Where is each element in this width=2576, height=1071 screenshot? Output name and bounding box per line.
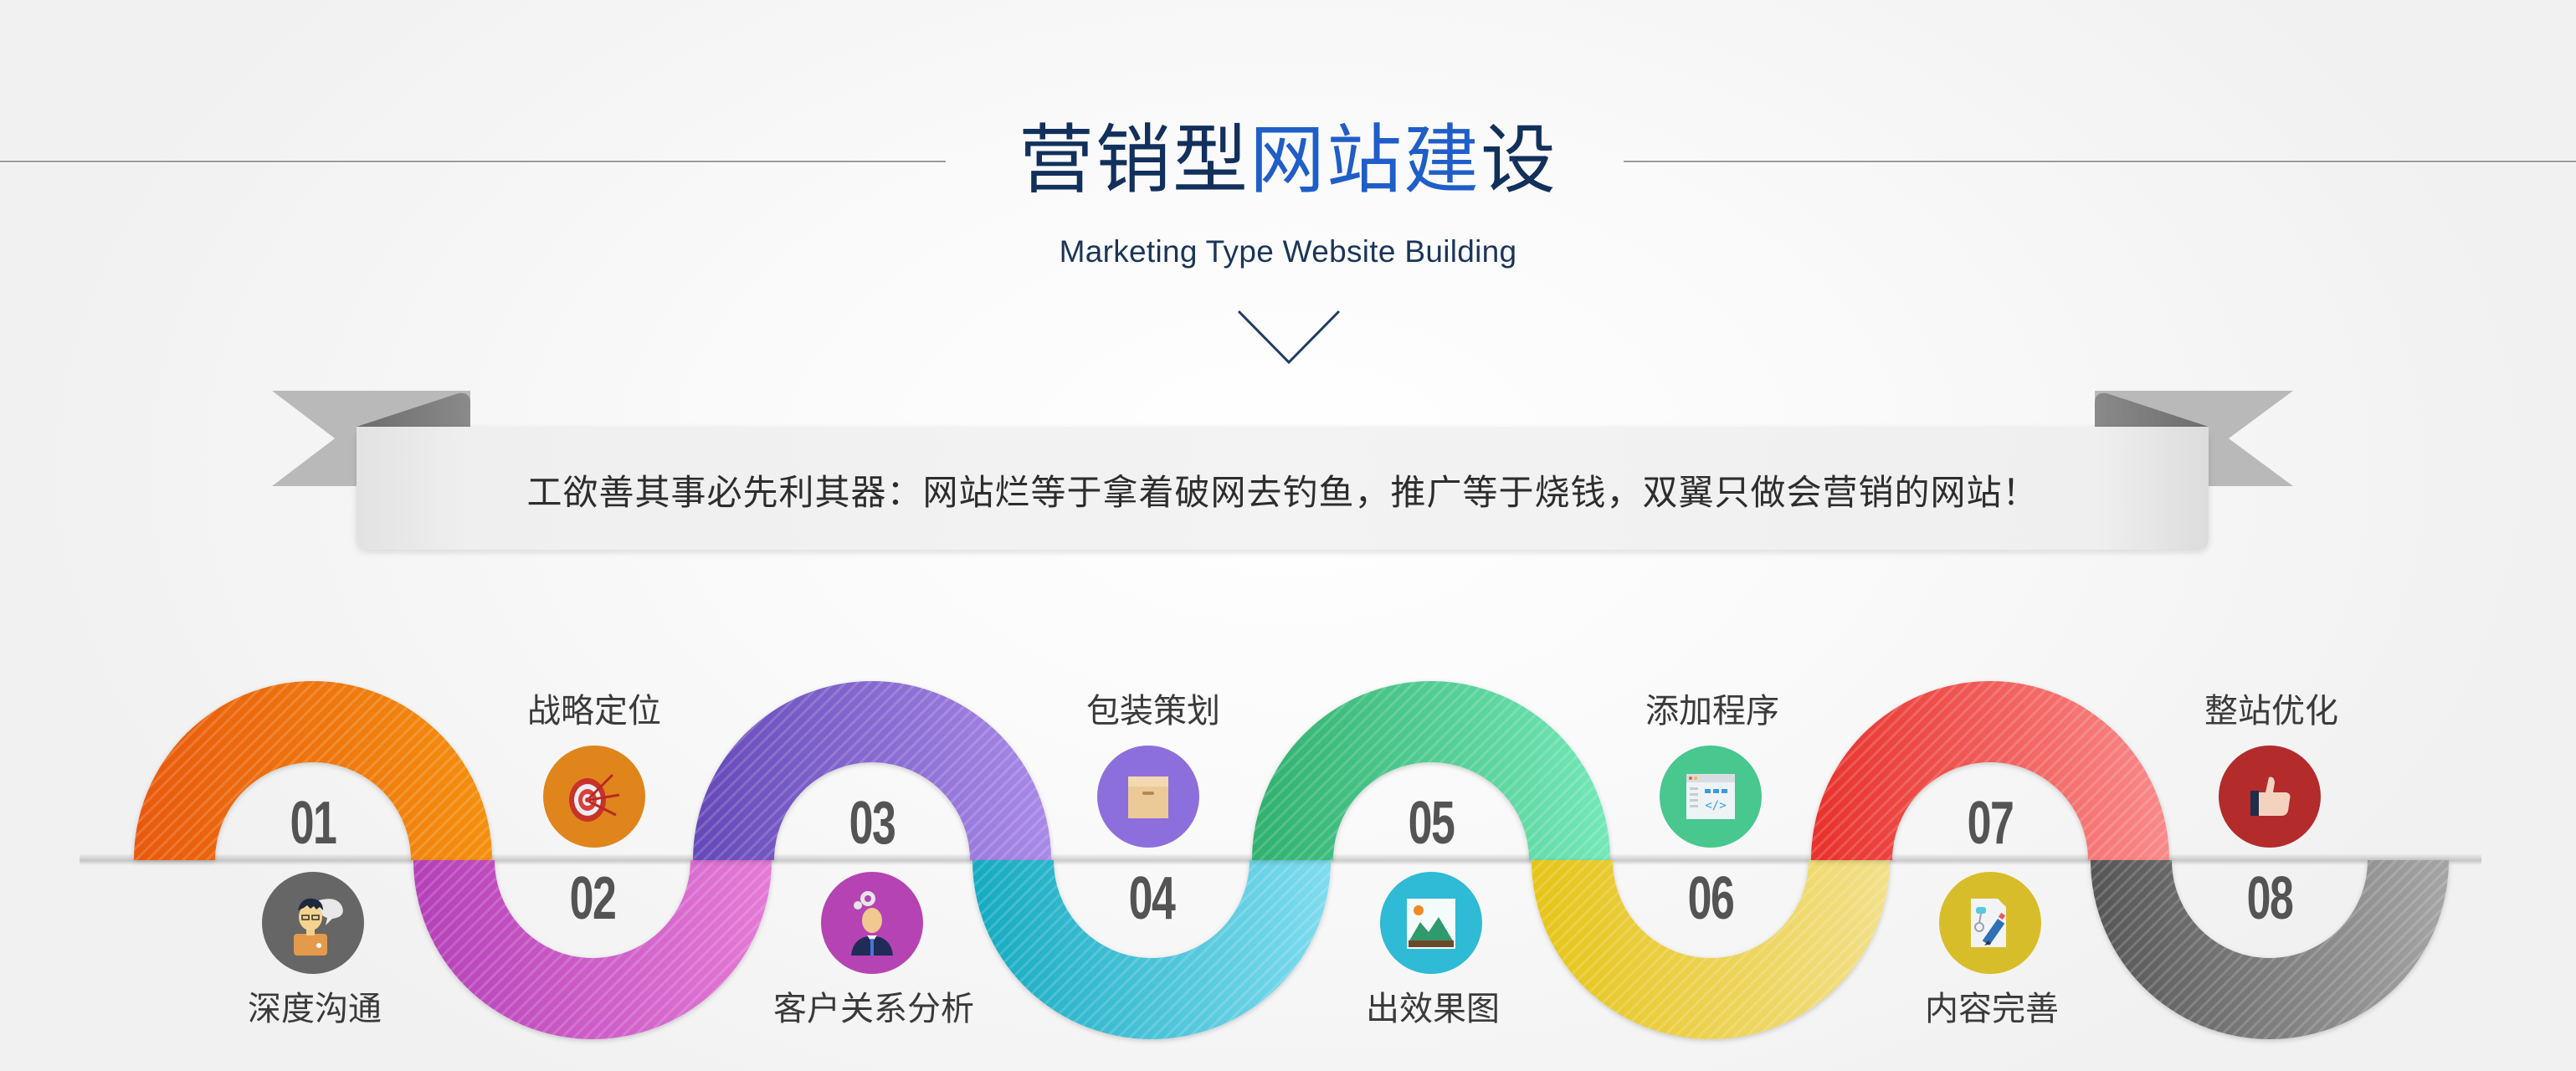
arc-step-08 bbox=[2091, 860, 2449, 1039]
step-07-icon bbox=[1939, 872, 2041, 974]
step-03-icon bbox=[821, 872, 923, 974]
arc-step-07 bbox=[1811, 681, 2169, 860]
document-pencil-icon bbox=[1971, 899, 2006, 947]
step-number-08: 08 bbox=[2246, 865, 2294, 932]
step-06-icon: </> bbox=[1660, 746, 1762, 848]
title-right-divider bbox=[1624, 161, 2576, 162]
step-number-04: 04 bbox=[1128, 865, 1176, 932]
target-arrows-icon bbox=[569, 773, 620, 822]
title-part-2: 网站建 bbox=[1250, 116, 1480, 204]
businessman-gear-icon bbox=[851, 891, 893, 956]
arc-step-03 bbox=[693, 681, 1051, 860]
step-number-01: 01 bbox=[290, 790, 337, 857]
step-04-icon bbox=[1097, 746, 1199, 848]
step-number-02: 02 bbox=[569, 865, 617, 932]
step-02-icon bbox=[543, 746, 645, 848]
step-number-06: 06 bbox=[1687, 865, 1735, 932]
step-number-05: 05 bbox=[1408, 790, 1455, 857]
package-box-icon bbox=[1128, 776, 1168, 818]
title-left-divider bbox=[0, 161, 946, 162]
step-06-label: 添加程序 bbox=[1645, 692, 1779, 730]
ribbon-banner bbox=[272, 391, 2293, 550]
arc-step-02 bbox=[413, 860, 772, 1039]
step-07-label: 内容完善 bbox=[1925, 990, 2059, 1028]
step-number-07: 07 bbox=[1967, 790, 2014, 857]
title-part-1: 营销型 bbox=[1019, 116, 1250, 204]
page-title: 营销型网站建设 bbox=[0, 112, 2576, 209]
step-04-label: 包装策划 bbox=[1086, 692, 1220, 730]
arc-step-05 bbox=[1252, 681, 1610, 860]
consultant-speech-icon bbox=[294, 898, 343, 956]
arc-step-04 bbox=[972, 860, 1331, 1039]
arc-step-01 bbox=[134, 681, 492, 860]
page-subtitle: Marketing Type Website Building bbox=[1059, 234, 1517, 269]
svg-text:</>: </> bbox=[1705, 799, 1726, 812]
step-01-icon bbox=[262, 872, 364, 974]
ribbon-slogan: 工欲善其事必先利其器：网站烂等于拿着破网去钓鱼，推广等于烧钱，双翼只做会营销的网… bbox=[526, 472, 2039, 513]
title-part-3: 设 bbox=[1480, 116, 1557, 204]
step-05-icon bbox=[1380, 872, 1482, 974]
step-08-icon bbox=[2219, 746, 2321, 848]
code-window-icon: </> bbox=[1686, 774, 1735, 819]
landscape-image-icon bbox=[1407, 899, 1455, 949]
chevron-down-icon bbox=[1237, 310, 1341, 365]
step-02-label: 战略定位 bbox=[527, 692, 661, 730]
arc-step-06 bbox=[1532, 860, 1890, 1039]
thumbs-up-icon bbox=[2250, 776, 2291, 816]
step-08-label: 整站优化 bbox=[2204, 692, 2338, 730]
step-03-label: 客户关系分析 bbox=[773, 990, 974, 1028]
step-05-label: 出效果图 bbox=[1366, 990, 1500, 1028]
step-number-03: 03 bbox=[849, 790, 896, 857]
step-01-label: 深度沟通 bbox=[248, 990, 382, 1028]
